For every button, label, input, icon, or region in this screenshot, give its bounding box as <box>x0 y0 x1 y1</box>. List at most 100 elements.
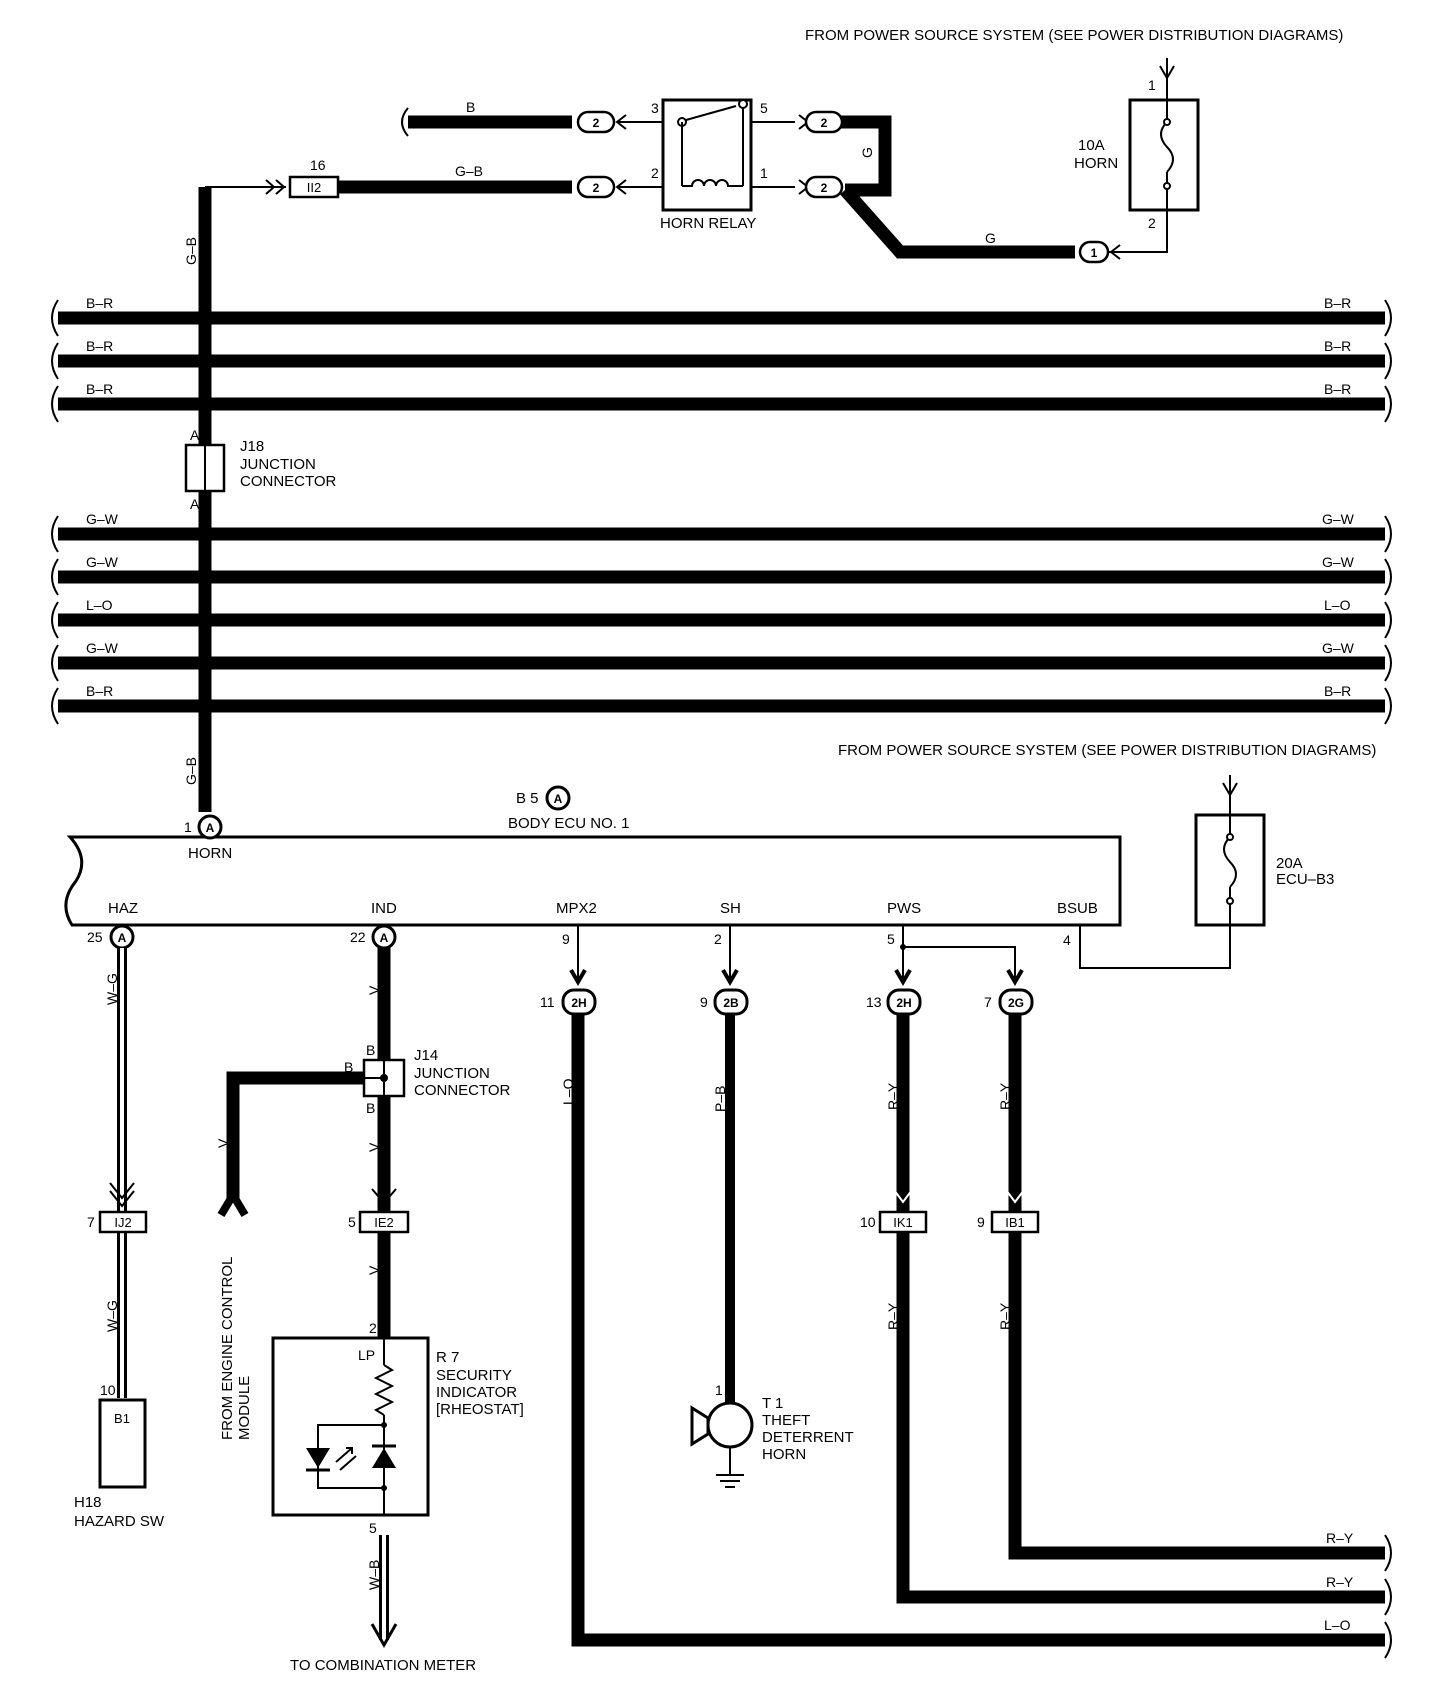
wire-label-pb: P–B <box>712 1086 728 1112</box>
ecu-terminal-mpx2: MPX2 <box>556 900 597 917</box>
svg-text:LP: LP <box>358 1347 375 1363</box>
wire-label-lo-bottom: L–O <box>1324 1617 1351 1633</box>
svg-text:A: A <box>190 496 200 512</box>
hazard-switch-box <box>98 1398 147 1489</box>
wire-label-wg-upper: W–G <box>104 973 120 1005</box>
svg-text:L–O: L–O <box>1324 597 1351 613</box>
svg-text:CONNECTOR: CONNECTOR <box>240 473 337 490</box>
wire-label-wg-lower: W–G <box>104 1300 120 1332</box>
svg-text:B: B <box>344 1059 353 1075</box>
wire-label-v-3: V <box>366 1265 382 1275</box>
svg-text:L–O: L–O <box>86 597 113 613</box>
svg-text:A: A <box>190 427 200 443</box>
bus-wire-br-3: B–R B–R <box>51 381 1392 423</box>
fuse-10a-horn: 1 2 10A HORN <box>1074 58 1200 253</box>
connector-2g-pws: 2G <box>1008 996 1024 1010</box>
power-source-top-label: FROM POWER SOURCE SYSTEM (SEE POWER DIST… <box>805 27 1343 44</box>
pin-2-indicator: 2 <box>369 1320 377 1336</box>
engine-module-line2: MODULE <box>236 1376 253 1440</box>
horn-relay: 3 5 2 1 HORN RELAY <box>651 98 768 232</box>
pin-1-horn: 1 <box>184 819 192 835</box>
svg-text:B–R: B–R <box>1324 295 1351 311</box>
svg-text:SECURITY: SECURITY <box>436 1367 512 1384</box>
wire-label-gb-upper: G–B <box>183 237 199 265</box>
svg-text:G–W: G–W <box>86 640 119 656</box>
pin-9-mpx2: 9 <box>562 931 570 947</box>
security-indicator-r7: LP R 7 SECURITY INDICATOR [RHEOSTAT] <box>271 1336 524 1517</box>
wire-label-lo-vertical: L–O <box>560 1078 576 1105</box>
horn-pin-a: A <box>206 821 215 835</box>
pin-10-hazard: 10 <box>100 1382 116 1398</box>
svg-text:THEFT: THEFT <box>762 1412 810 1429</box>
relay-pin-5: 5 <box>760 100 768 116</box>
bus-wire-gw-2: G–W G–W <box>51 554 1392 596</box>
bus-wire-gw-3: G–W G–W <box>51 640 1392 682</box>
connector-2-left-top: 2 <box>576 110 627 134</box>
svg-text:T 1: T 1 <box>762 1395 783 1412</box>
wire-label-v-2: V <box>366 1142 382 1152</box>
svg-text:B: B <box>366 1042 375 1058</box>
combination-meter-label: TO COMBINATION METER <box>290 1657 476 1674</box>
pin-25: 25 <box>87 929 103 945</box>
connector-2h-mpx2: 2H <box>571 996 586 1010</box>
connector-2-left-bottom: 2 <box>576 175 627 199</box>
power-source-mid-label: FROM POWER SOURCE SYSTEM (SEE POWER DIST… <box>838 742 1376 759</box>
connector-ie2: IE2 <box>374 1215 394 1230</box>
svg-text:HORN: HORN <box>762 1446 806 1463</box>
engine-module-line1: FROM ENGINE CONTROL <box>219 1257 236 1440</box>
bus-wire-br-1: B–R B–R <box>51 295 1392 337</box>
svg-text:G–W: G–W <box>1322 554 1355 570</box>
connector-ib1: IB1 <box>1005 1215 1025 1230</box>
pin-2-sh: 2 <box>714 931 722 947</box>
wire-label-gb-lower: G–B <box>183 757 199 785</box>
fuse-horn-pin-top: 1 <box>1148 77 1156 93</box>
ind-pin-a: A <box>380 931 389 945</box>
svg-text:G–W: G–W <box>86 511 119 527</box>
svg-text:B: B <box>366 1100 375 1116</box>
ecu-terminal-sh: SH <box>720 900 741 917</box>
fuse-20a-ecu-b3: 20A ECU–B3 <box>1194 775 1334 927</box>
pin-5-pws: 5 <box>887 931 895 947</box>
svg-text:[RHEOSTAT]: [RHEOSTAT] <box>436 1401 524 1418</box>
svg-text:INDICATOR: INDICATOR <box>436 1384 517 1401</box>
svg-text:J14: J14 <box>414 1047 438 1064</box>
wire-label-v-engine: V <box>215 1138 231 1148</box>
pin-4-bsub: 4 <box>1063 932 1071 948</box>
wire-label-v-1: V <box>366 985 382 995</box>
body-ecu-box <box>64 835 1122 927</box>
svg-text:JUNCTION: JUNCTION <box>414 1065 490 1082</box>
relay-pin-3: 3 <box>651 100 659 116</box>
wire-label-ry-right-2: R–Y <box>1326 1574 1354 1590</box>
ecu-id: B 5 <box>516 790 539 807</box>
svg-text:G–W: G–W <box>1322 640 1355 656</box>
svg-text:1: 1 <box>1091 246 1098 260</box>
pin-5-ie2: 5 <box>348 1214 356 1230</box>
svg-text:R 7: R 7 <box>436 1349 459 1366</box>
pin-7-2g: 7 <box>984 994 992 1010</box>
theft-deterrent-horn: T 1 THEFT DETERRENT HORN <box>690 1395 854 1488</box>
wire-label-gb-top: G–B <box>455 163 483 179</box>
svg-text:B–R: B–R <box>1324 381 1351 397</box>
svg-text:J18: J18 <box>240 438 264 455</box>
horn-relay-label: HORN RELAY <box>660 215 756 232</box>
svg-text:2: 2 <box>593 181 600 195</box>
svg-text:2: 2 <box>821 116 828 130</box>
svg-text:ECU–B3: ECU–B3 <box>1276 871 1334 888</box>
svg-text:20A: 20A <box>1276 855 1303 872</box>
relay-pin-1: 1 <box>760 165 768 181</box>
svg-text:B–R: B–R <box>86 338 113 354</box>
svg-text:B–R: B–R <box>86 295 113 311</box>
pin-7-ij2: 7 <box>87 1214 95 1230</box>
fuse-horn-name: HORN <box>1074 155 1118 172</box>
pin-10-ik1: 10 <box>860 1214 876 1230</box>
haz-pin-a: A <box>118 931 127 945</box>
connector-2-right-top: 2 <box>798 110 844 134</box>
connector-2b-sh: 2B <box>723 996 739 1010</box>
connector-ij2: IJ2 <box>114 1215 131 1230</box>
relay-pin-2: 2 <box>651 165 659 181</box>
bus-wire-lo: L–O L–O <box>51 597 1392 639</box>
svg-text:2: 2 <box>593 116 600 130</box>
hazard-switch-id: H18 <box>74 1494 102 1511</box>
fuse-horn-pin-bottom: 2 <box>1148 215 1156 231</box>
